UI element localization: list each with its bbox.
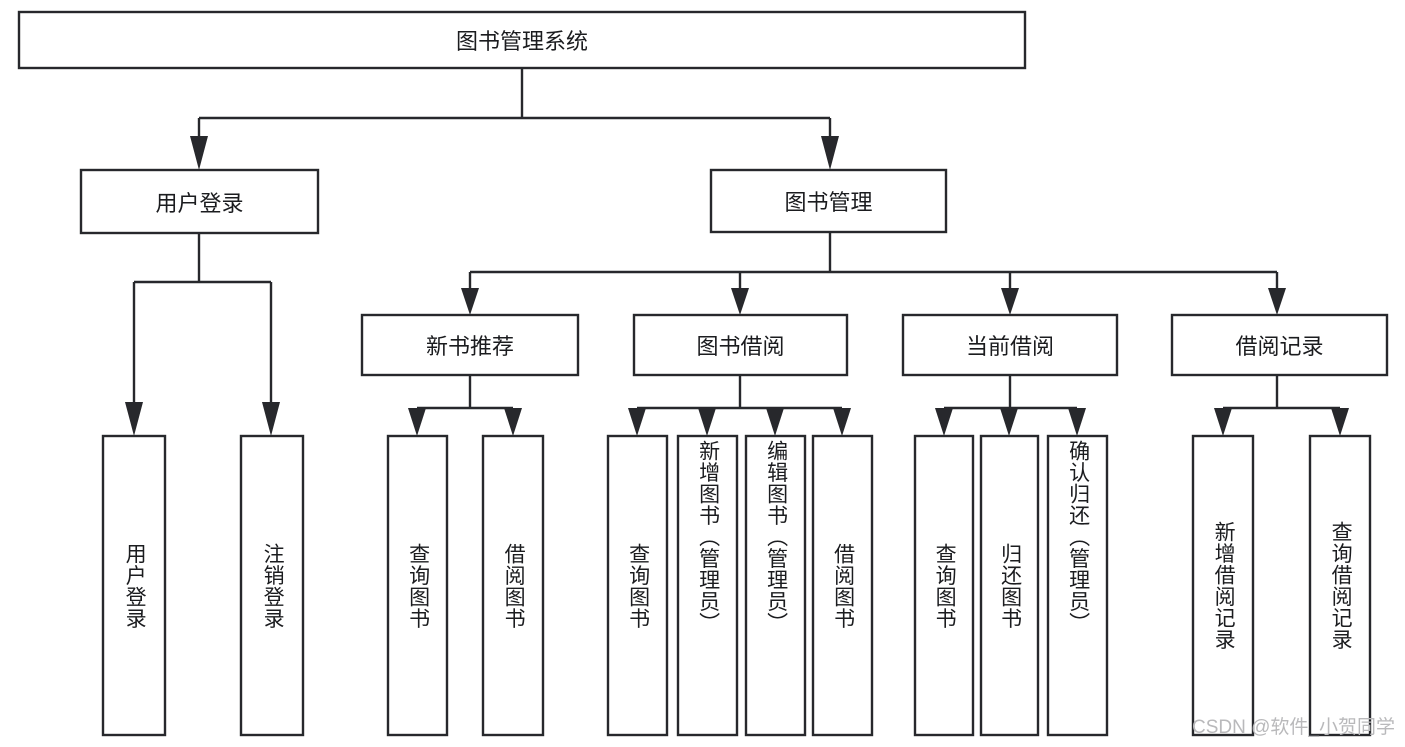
node-leaf-box[interactable] (481, 434, 545, 737)
node-book-borrow-box[interactable] (632, 313, 849, 377)
node-root-box[interactable] (17, 10, 1027, 70)
node-book-management-box[interactable] (709, 168, 948, 234)
arrow-userlogin-leaf-2 (262, 402, 280, 436)
node-current-borrow-box[interactable] (901, 313, 1119, 377)
arrow-bookmgmt-to-newbook (461, 288, 479, 315)
node-leaf-box[interactable] (1191, 434, 1255, 737)
connectors-layer (125, 68, 1349, 436)
node-leaf-box[interactable] (676, 434, 739, 737)
arrow-root-to-book-mgmt (821, 136, 839, 170)
arrow-newbook-leaf-1 (408, 408, 426, 436)
arrow-bookborrow-leaf-4 (833, 408, 851, 436)
node-leaf-box[interactable] (1046, 434, 1109, 737)
node-leaf-box[interactable] (1308, 434, 1372, 737)
node-leaf-box[interactable] (913, 434, 975, 737)
arrow-bookborrow-leaf-3 (766, 408, 784, 436)
nodes-layer (17, 10, 1389, 737)
node-leaf-box[interactable] (606, 434, 669, 737)
node-borrow-record-box[interactable] (1170, 313, 1389, 377)
arrow-currentborrow-leaf-2 (1000, 408, 1018, 436)
node-leaf-box[interactable] (811, 434, 874, 737)
arrow-userlogin-leaf-1 (125, 402, 143, 436)
arrow-bookmgmt-to-borrow (731, 288, 749, 315)
arrow-root-to-user-login (190, 136, 208, 170)
node-leaf-box[interactable] (744, 434, 807, 737)
arrow-bookmgmt-to-record (1268, 288, 1286, 315)
arrow-bookmgmt-to-current (1001, 288, 1019, 315)
node-leaf-box[interactable] (386, 434, 449, 737)
arrow-borrowrecord-leaf-2 (1331, 408, 1349, 436)
arrow-newbook-leaf-2 (504, 408, 522, 436)
arrow-currentborrow-leaf-1 (935, 408, 953, 436)
node-leaf-box[interactable] (979, 434, 1040, 737)
arrow-borrowrecord-leaf-1 (1214, 408, 1232, 436)
node-new-book-recommend-box[interactable] (360, 313, 580, 377)
arrow-bookborrow-leaf-2 (698, 408, 716, 436)
arrow-bookborrow-leaf-1 (628, 408, 646, 436)
node-leaf-box[interactable] (239, 434, 305, 737)
node-leaf-box[interactable] (101, 434, 167, 737)
node-user-login-box[interactable] (79, 168, 320, 235)
arrow-currentborrow-leaf-3 (1068, 408, 1086, 436)
csdn-watermark: CSDN @软件_小贺同学 (1192, 717, 1395, 738)
